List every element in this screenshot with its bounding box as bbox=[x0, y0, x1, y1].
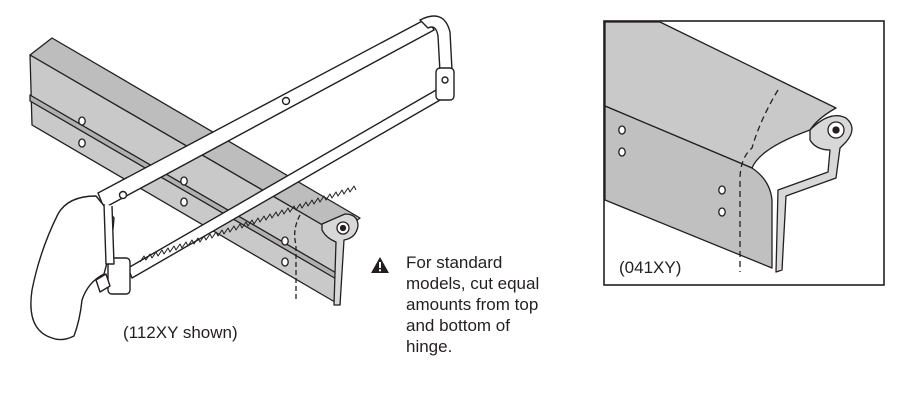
hinge-right bbox=[604, 21, 853, 273]
left-figure-caption: (112XY shown) bbox=[123, 323, 238, 342]
detail-profile bbox=[775, 115, 853, 273]
cut-line-left bbox=[294, 214, 301, 300]
cutting-note-text: For standard models, cut equal amounts f… bbox=[406, 252, 539, 357]
hacksaw-teeth bbox=[139, 185, 357, 263]
note-line: amounts from top bbox=[406, 295, 539, 314]
warning-icon bbox=[371, 257, 389, 273]
hinge-end-profile bbox=[321, 213, 359, 306]
hacksaw-frame-bow bbox=[419, 15, 453, 73]
hacksaw bbox=[30, 15, 455, 341]
cut-line-right bbox=[739, 89, 779, 272]
right-figure-caption: (041XY) bbox=[619, 258, 682, 277]
note-line: models, cut equal bbox=[406, 274, 540, 293]
note-line: hinge. bbox=[406, 337, 453, 356]
detail-front-face bbox=[604, 105, 773, 269]
note-line: For standard bbox=[406, 253, 503, 272]
note-line: and bottom of bbox=[406, 316, 510, 335]
hacksaw-front-clamp bbox=[107, 257, 131, 295]
hacksaw-rear-clamp bbox=[435, 67, 455, 101]
wing-nut bbox=[95, 273, 111, 293]
hacksaw-handle bbox=[30, 195, 115, 341]
